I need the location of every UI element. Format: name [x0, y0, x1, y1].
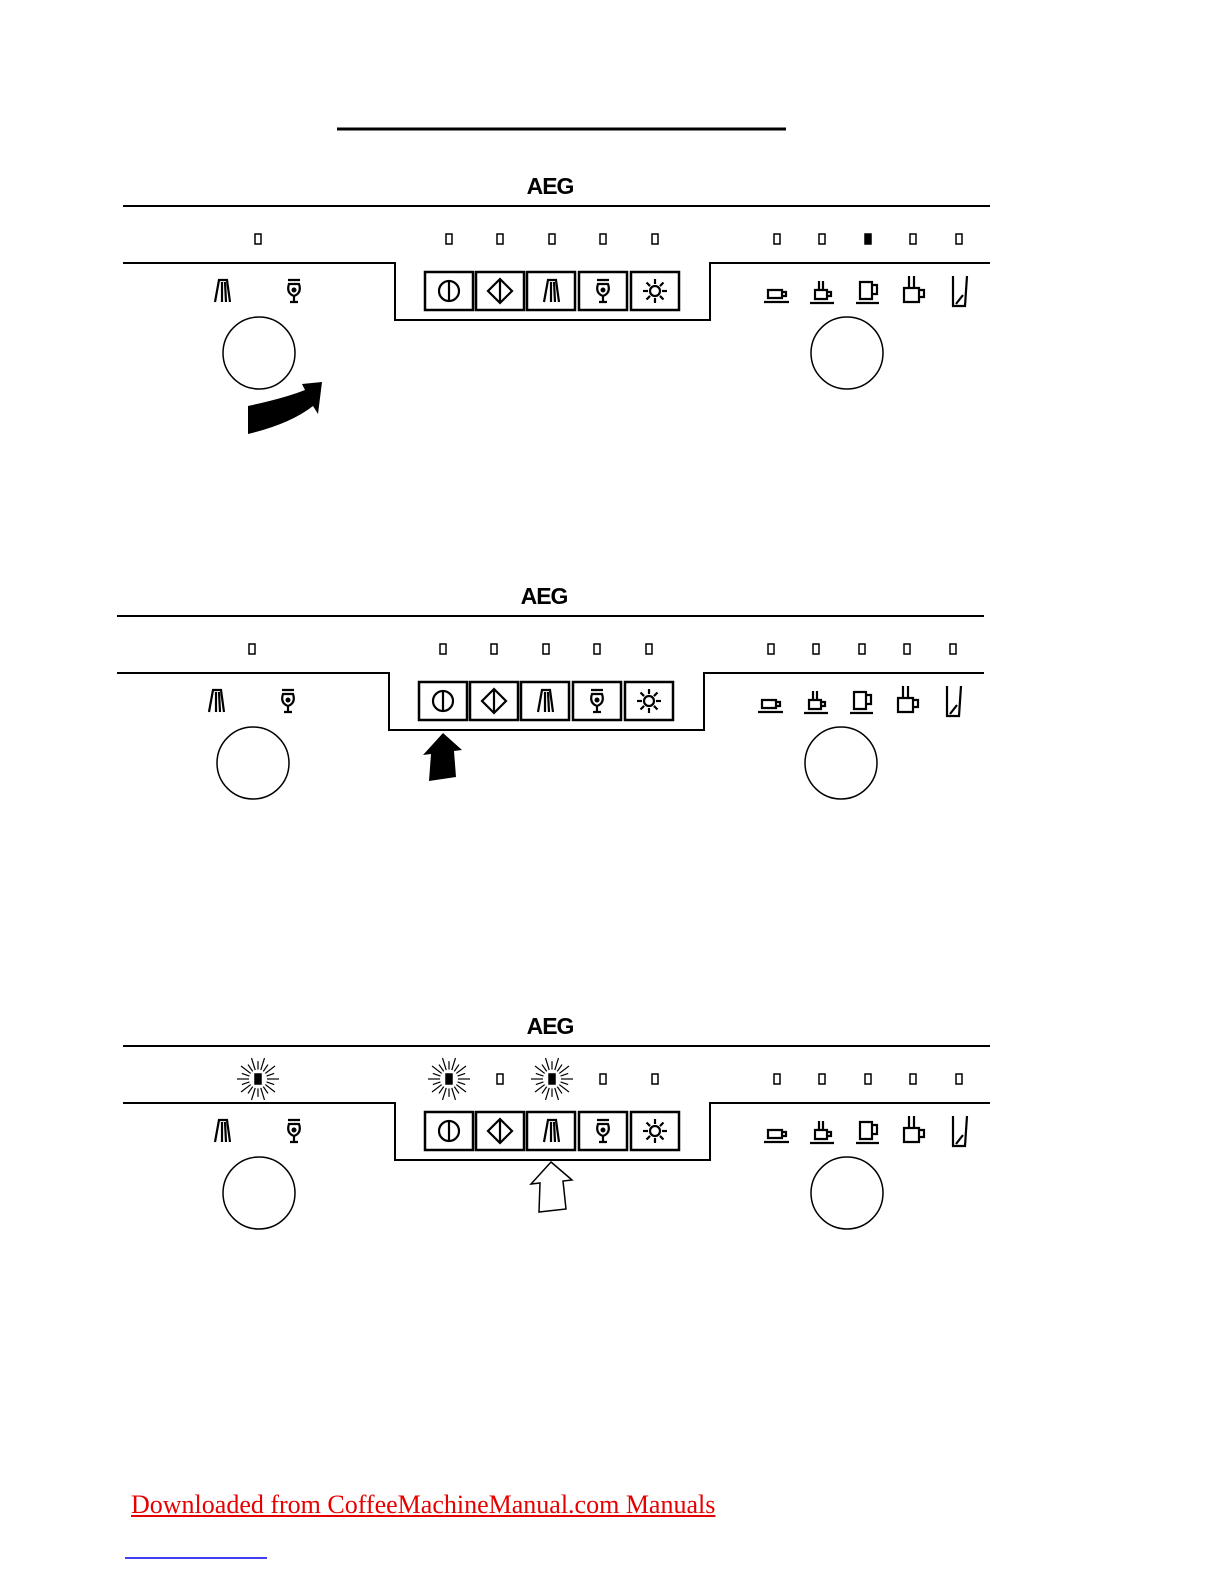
center-led-3 — [549, 234, 555, 244]
light-button[interactable] — [631, 272, 679, 310]
center-led-5 — [652, 1074, 658, 1084]
cup-size-knob[interactable] — [811, 1157, 883, 1229]
large-cup-icon — [904, 276, 924, 302]
center-led-2 — [497, 1074, 503, 1084]
steam-icon — [215, 1120, 230, 1142]
small-cup-icon — [804, 691, 828, 713]
cup-icon — [856, 282, 879, 303]
small-cup-icon — [810, 1121, 834, 1143]
center-led-1 — [446, 234, 452, 244]
center-led-4 — [600, 234, 606, 244]
power-button[interactable] — [425, 1112, 473, 1150]
center-led-3 — [531, 1058, 573, 1100]
hot-water-button[interactable] — [579, 1112, 627, 1150]
steam-button[interactable] — [527, 272, 575, 310]
cup-size-led-5 — [956, 234, 962, 244]
hot-water-icon — [282, 690, 294, 712]
light-button[interactable] — [631, 1112, 679, 1150]
footer-download-link[interactable]: Downloaded from CoffeeMachineManual.com … — [131, 1490, 715, 1520]
press-steam-button-arrow — [531, 1162, 572, 1212]
cup-size-led-4 — [910, 234, 916, 244]
center-led-5 — [646, 644, 652, 654]
light-button[interactable] — [625, 682, 673, 720]
brand-logo: AEG — [527, 173, 574, 199]
rotate-left-knob-arrow — [248, 382, 322, 434]
large-cup-icon — [898, 686, 918, 712]
hot-water-icon — [288, 280, 300, 302]
glass-icon — [953, 1116, 967, 1146]
cup-size-led-5 — [950, 644, 956, 654]
cup-size-knob[interactable] — [811, 317, 883, 389]
large-cup-icon — [904, 1116, 924, 1142]
cup-size-led-3 — [865, 234, 871, 244]
left-selector-knob[interactable] — [223, 317, 295, 389]
left-led — [237, 1058, 279, 1100]
center-led-3 — [543, 644, 549, 654]
control-panel: AEG — [123, 173, 990, 434]
steam-icon — [215, 280, 230, 302]
hot-water-icon — [288, 1120, 300, 1142]
center-led-4 — [594, 644, 600, 654]
cup-size-led-4 — [910, 1074, 916, 1084]
rinse-button[interactable] — [476, 272, 524, 310]
center-led-4 — [600, 1074, 606, 1084]
cup-size-led-1 — [774, 1074, 780, 1084]
cup-size-led-2 — [819, 1074, 825, 1084]
espresso-cup-icon — [758, 700, 783, 712]
espresso-cup-icon — [764, 290, 789, 302]
left-selector-knob[interactable] — [217, 727, 289, 799]
center-led-1 — [440, 644, 446, 654]
rinse-button[interactable] — [470, 682, 518, 720]
cup-size-led-3 — [859, 644, 865, 654]
small-cup-icon — [810, 281, 834, 303]
cup-icon — [856, 1122, 879, 1143]
power-button[interactable] — [419, 682, 467, 720]
power-button[interactable] — [425, 272, 473, 310]
left-led — [255, 234, 261, 244]
cup-size-led-2 — [813, 644, 819, 654]
rinse-button[interactable] — [476, 1112, 524, 1150]
control-panel: AEG — [117, 583, 984, 799]
espresso-cup-icon — [764, 1130, 789, 1142]
brand-logo: AEG — [527, 1013, 574, 1039]
center-led-2 — [491, 644, 497, 654]
hot-water-button[interactable] — [573, 682, 621, 720]
cup-size-led-5 — [956, 1074, 962, 1084]
cup-icon — [850, 692, 873, 713]
steam-icon — [209, 690, 224, 712]
hot-water-button[interactable] — [579, 272, 627, 310]
center-led-1 — [428, 1058, 470, 1100]
glass-icon — [947, 686, 961, 716]
left-selector-knob[interactable] — [223, 1157, 295, 1229]
cup-size-led-1 — [768, 644, 774, 654]
cup-size-led-1 — [774, 234, 780, 244]
center-led-5 — [652, 234, 658, 244]
steam-button[interactable] — [527, 1112, 575, 1150]
left-led — [249, 644, 255, 654]
cup-size-knob[interactable] — [805, 727, 877, 799]
cup-size-led-3 — [865, 1074, 871, 1084]
press-power-button-arrow — [423, 733, 462, 781]
brand-logo: AEG — [521, 583, 568, 609]
center-led-2 — [497, 234, 503, 244]
cup-size-led-4 — [904, 644, 910, 654]
glass-icon — [953, 276, 967, 306]
cup-size-led-2 — [819, 234, 825, 244]
steam-button[interactable] — [521, 682, 569, 720]
